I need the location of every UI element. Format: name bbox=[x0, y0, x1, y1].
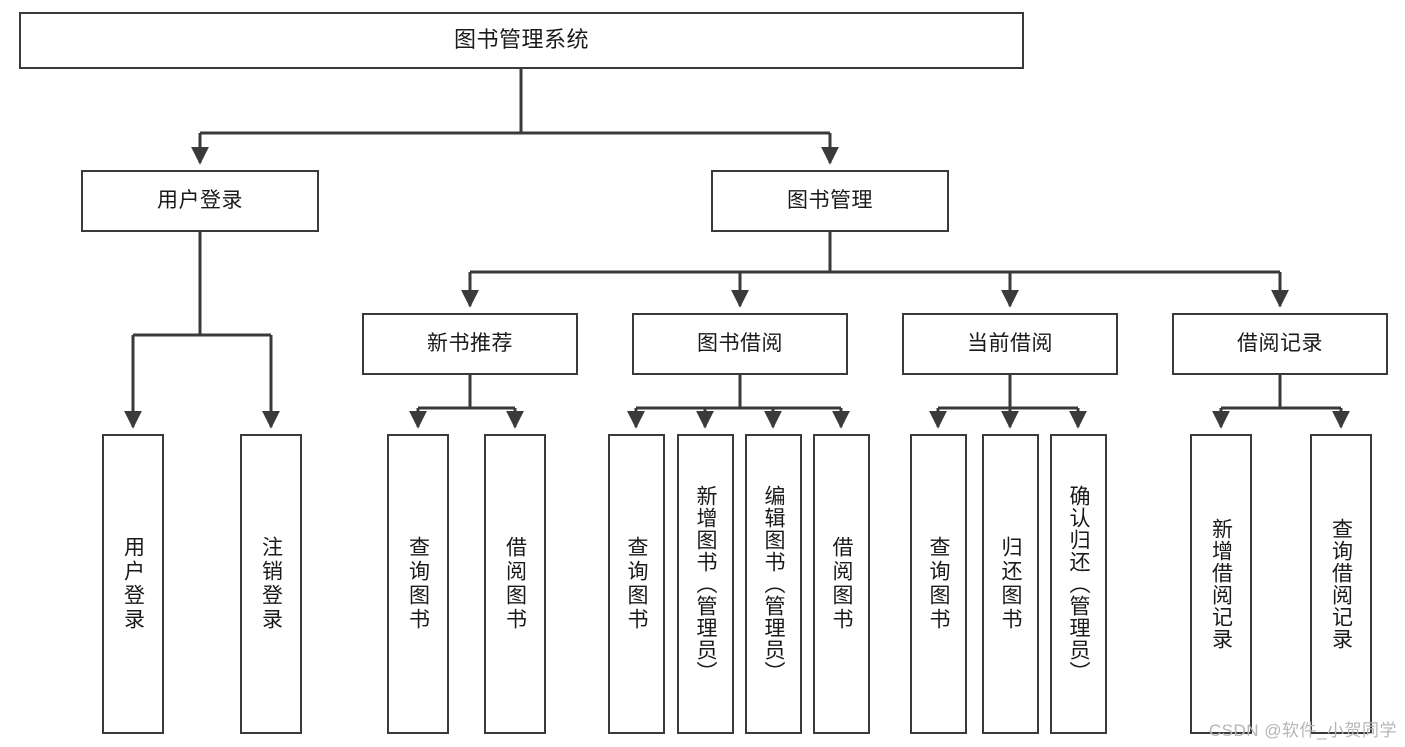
csdn-watermark: CSDN @软件_小贺同学 bbox=[1208, 721, 1397, 740]
node-leaf-query-book-borrow[interactable]: 查询图书 bbox=[608, 434, 665, 734]
node-label: 新增图书（管理员） bbox=[694, 485, 717, 683]
node-borrow-record[interactable]: 借阅记录 bbox=[1172, 313, 1388, 375]
node-label: 确认归还（管理员） bbox=[1067, 485, 1090, 683]
node-leaf-borrow-book-newbook[interactable]: 借阅图书 bbox=[484, 434, 546, 734]
node-root-system[interactable]: 图书管理系统 bbox=[19, 12, 1024, 69]
node-leaf-logout[interactable]: 注销登录 bbox=[240, 434, 302, 734]
node-label: 借阅图书 bbox=[830, 536, 853, 632]
node-label: 查询图书 bbox=[625, 536, 648, 632]
node-leaf-add-borrow-record[interactable]: 新增借阅记录 bbox=[1190, 434, 1252, 734]
node-leaf-return-book[interactable]: 归还图书 bbox=[982, 434, 1039, 734]
node-label: 用户登录 bbox=[121, 536, 145, 632]
node-leaf-confirm-return-admin[interactable]: 确认归还（管理员） bbox=[1050, 434, 1107, 734]
node-label: 新增借阅记录 bbox=[1209, 518, 1233, 650]
node-current-borrow[interactable]: 当前借阅 bbox=[902, 313, 1118, 375]
node-leaf-user-login[interactable]: 用户登录 bbox=[102, 434, 164, 734]
node-leaf-query-book-newbook[interactable]: 查询图书 bbox=[387, 434, 449, 734]
node-label: 当前借阅 bbox=[967, 332, 1053, 356]
node-label: 查询借阅记录 bbox=[1329, 518, 1353, 650]
node-label: 图书管理 bbox=[787, 189, 873, 213]
node-label: 编辑图书（管理员） bbox=[762, 485, 785, 683]
node-leaf-add-book-admin[interactable]: 新增图书（管理员） bbox=[677, 434, 734, 734]
node-leaf-query-book-current[interactable]: 查询图书 bbox=[910, 434, 967, 734]
node-leaf-borrow-book[interactable]: 借阅图书 bbox=[813, 434, 870, 734]
node-label: 注销登录 bbox=[259, 536, 283, 632]
node-user-login[interactable]: 用户登录 bbox=[81, 170, 319, 232]
node-label: 归还图书 bbox=[999, 536, 1022, 632]
node-new-book-recommend[interactable]: 新书推荐 bbox=[362, 313, 578, 375]
node-book-management[interactable]: 图书管理 bbox=[711, 170, 949, 232]
node-label: 用户登录 bbox=[157, 189, 243, 213]
node-label: 新书推荐 bbox=[427, 332, 513, 356]
node-label: 借阅图书 bbox=[503, 536, 527, 632]
node-label: 查询图书 bbox=[406, 536, 430, 632]
node-label: 图书管理系统 bbox=[453, 27, 589, 53]
node-leaf-query-borrow-record[interactable]: 查询借阅记录 bbox=[1310, 434, 1372, 734]
node-leaf-edit-book-admin[interactable]: 编辑图书（管理员） bbox=[745, 434, 802, 734]
node-label: 图书借阅 bbox=[697, 332, 783, 356]
node-label: 借阅记录 bbox=[1237, 332, 1323, 356]
node-label: 查询图书 bbox=[927, 536, 950, 632]
node-book-borrow[interactable]: 图书借阅 bbox=[632, 313, 848, 375]
